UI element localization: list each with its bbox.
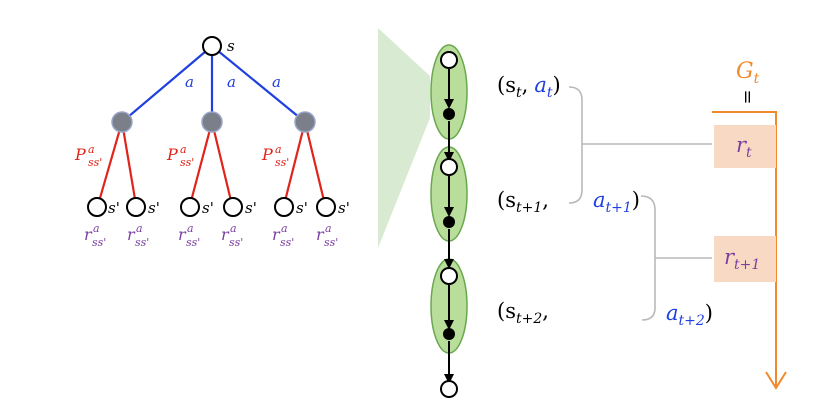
reward-box-t-plus-1 [714,236,776,282]
svg-text:ss': ss' [88,156,102,169]
action-edge-3 [211,45,306,123]
svg-text:r: r [272,225,281,244]
state-action-t: (st,at) [497,73,561,101]
svg-text:r: r [178,225,187,244]
svg-text:ss': ss' [229,236,243,249]
svg-text:a: a [187,222,194,235]
svg-text:P: P [74,145,86,164]
svg-text:ss': ss' [324,236,338,249]
reward-box-t [714,125,776,168]
action-node [443,216,455,228]
root-state-label: s [227,37,235,55]
leaf-state-label: s' [202,199,214,217]
action-node [443,108,455,120]
leaf-state-node [87,197,107,217]
leaf-state-label: s' [296,199,308,217]
bracket-2 [640,195,656,321]
reward-t-label: rt [736,133,752,161]
state-t-plus-1: (st+1, [497,188,549,216]
leaf-state-label: s' [108,199,120,217]
action-node-3 [294,111,316,133]
svg-text:a: a [325,222,332,235]
svg-text:ss': ss' [280,236,294,249]
svg-text:r: r [221,225,230,244]
reward-label: r a ss' [127,222,149,249]
reward-label: r a ss' [272,222,294,249]
leaf-state-node [126,197,146,217]
leaf-state-label: s' [338,199,350,217]
transition-edge [282,121,307,206]
leaf-state-label: s' [148,199,160,217]
return-axis-arrowhead [765,371,787,390]
svg-text:a: a [281,222,288,235]
trajectory-labels: (st,at) (st+1, at+1) (st+2, at+2) [497,73,713,329]
svg-text:r: r [316,225,325,244]
action-node [443,328,455,340]
svg-text:ss': ss' [135,236,149,249]
leaf-state-node [274,197,294,217]
state-node [440,267,458,285]
equals-sign: = [737,89,758,104]
trajectory-chain [430,44,468,398]
action-node-1 [111,111,133,133]
transition-prob-label-3: P a ss' [261,143,289,169]
svg-text:ss': ss' [275,156,289,169]
svg-text:ss': ss' [186,236,200,249]
action-label-3: a [272,73,281,91]
leaf-state-label: s' [245,199,257,217]
reward-t-plus-1-label: rt+1 [724,245,760,273]
svg-text:P: P [261,145,273,164]
transition-edge [188,121,214,206]
state-node [440,380,458,398]
reward-label: r a ss' [316,222,338,249]
leaf-state-node [223,197,243,217]
state-t-plus-2: (st+2, [497,299,549,327]
svg-text:a: a [230,222,237,235]
bracket-1 [568,86,583,204]
transition-edge [120,121,138,206]
transition-prob-label-1: P a ss' [74,143,102,169]
action-edge-1 [121,45,213,123]
leaf-state-node [180,197,200,217]
zoom-wedge [378,28,430,248]
transition-edge [303,121,327,206]
svg-text:a: a [136,222,143,235]
reward-label: r a ss' [84,222,106,249]
action-label-1: a [185,73,194,91]
svg-text:a: a [180,143,187,156]
state-node [440,158,458,176]
return-panel: Gt = rt rt+1 [712,59,787,390]
brackets [568,86,712,321]
svg-text:P: P [166,145,178,164]
svg-text:a: a [88,143,95,156]
svg-text:ss': ss' [180,156,194,169]
root-state-node [202,36,222,56]
transition-prob-label-2: P a ss' [166,143,194,169]
state-node [440,51,458,69]
svg-text:ss': ss' [92,236,106,249]
backup-tree: s a a a P a ss' P a ss' P a ss' [74,36,350,249]
transition-edge [96,121,124,206]
leaf-state-node [316,197,336,217]
transition-edge [210,121,234,206]
reward-label: r a ss' [178,222,200,249]
svg-text:r: r [84,225,93,244]
svg-text:r: r [127,225,136,244]
return-symbol: Gt [736,59,760,87]
svg-text:a: a [93,222,100,235]
action-t-plus-2: at+2) [666,301,713,329]
svg-text:a: a [275,143,282,156]
action-node-2 [201,111,223,133]
reward-label: r a ss' [221,222,243,249]
action-t-plus-1: at+1) [593,188,640,216]
action-label-2: a [227,73,236,91]
return-axis [712,111,777,386]
